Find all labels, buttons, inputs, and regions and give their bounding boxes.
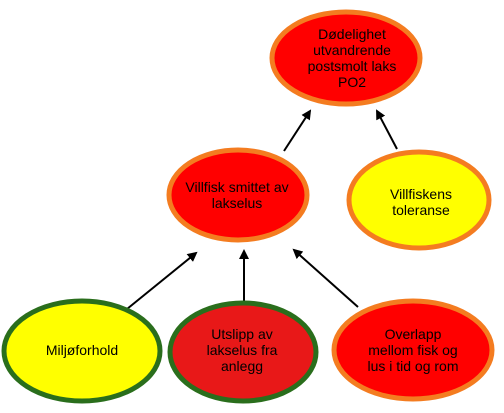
node-environment-conditions — [1, 298, 163, 404]
node-lice-emission — [167, 300, 319, 404]
node-spatiotemporal-overlap — [331, 298, 495, 402]
edge-bottom-right-to-middle — [292, 248, 359, 308]
edge-right-to-top — [376, 109, 398, 150]
node-mortality-postsmolt — [269, 9, 423, 107]
node-wild-fish-tolerance — [346, 149, 492, 251]
edge-middle-to-top — [283, 109, 312, 152]
edge-bottom-left-to-middle — [126, 251, 198, 310]
node-wild-fish-infected — [166, 147, 310, 243]
